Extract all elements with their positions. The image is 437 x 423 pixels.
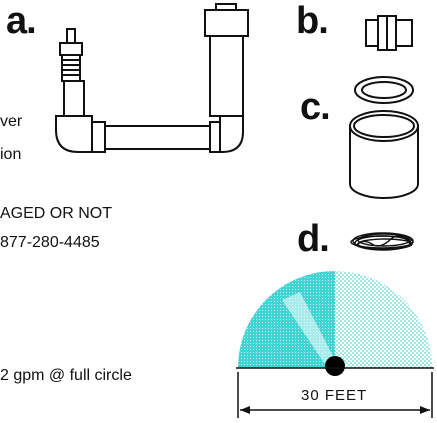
- side-text-line-2: ion: [0, 146, 22, 163]
- coiled-tubing: [350, 232, 414, 251]
- side-text-phone: 877-280-4485: [0, 234, 100, 251]
- spray-dense-area: [238, 271, 335, 368]
- right-riser-top: [215, 3, 237, 11]
- right-elbow: [209, 115, 244, 153]
- label-d: d.: [297, 218, 330, 260]
- side-text-line-1: ver: [0, 113, 23, 130]
- riser-assembly: [55, 3, 249, 153]
- label-b: b.: [296, 0, 329, 42]
- threaded-adapter: [61, 54, 81, 82]
- left-elbow: [55, 115, 106, 153]
- label-a: a.: [6, 0, 37, 42]
- dimension-line: [237, 372, 433, 418]
- ring-and-sleeve: [349, 76, 419, 199]
- right-riser-cap: [204, 9, 249, 37]
- right-riser-body: [209, 35, 244, 117]
- riser-cap: [59, 42, 83, 56]
- horizontal-pipe: [104, 125, 211, 150]
- left-riser-pipe: [63, 80, 85, 117]
- label-c: c.: [300, 86, 331, 128]
- flow-rate-text: 2 gpm @ full circle: [0, 367, 132, 384]
- side-text-line-3: AGED OR NOT: [0, 205, 113, 222]
- sprinkler-head: [325, 356, 345, 376]
- spray-pattern: [236, 271, 434, 376]
- coupling-part: [365, 15, 413, 51]
- riser-cap-stem: [66, 28, 76, 44]
- sleeve: [349, 126, 419, 199]
- dimension-label: 30 FEET: [301, 387, 368, 404]
